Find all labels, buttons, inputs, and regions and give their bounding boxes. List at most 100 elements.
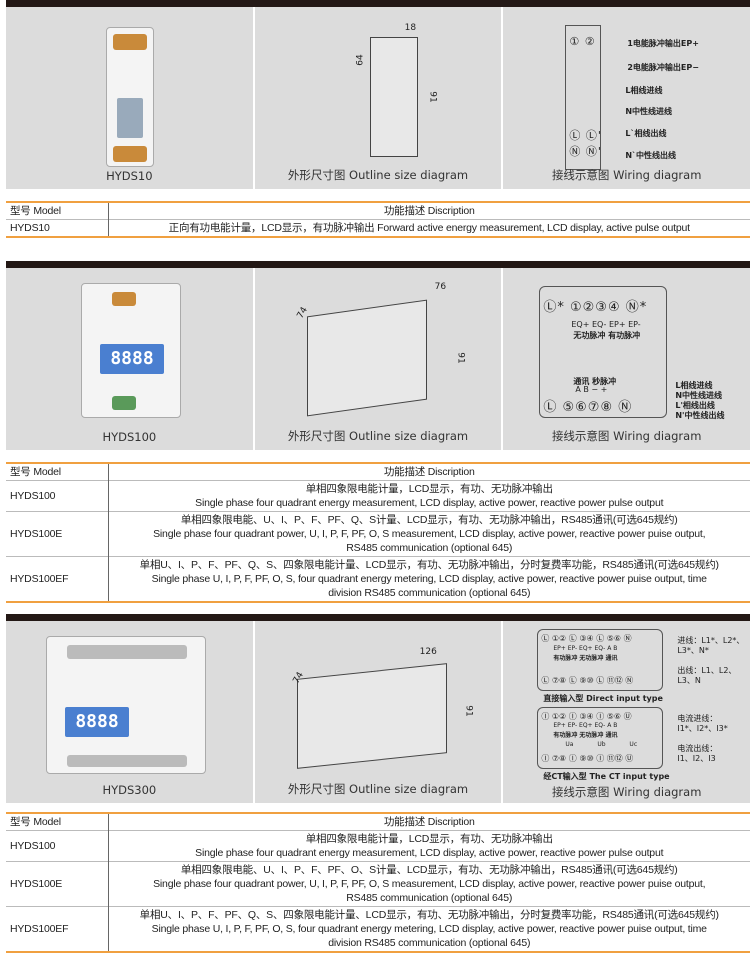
lcd-display: 8888: [65, 707, 129, 737]
header-desc: 功能描述 Discription: [383, 816, 475, 828]
meter-image: [106, 27, 154, 167]
terminal-label: 有功脉冲 无功脉冲 通讯: [553, 732, 618, 739]
table-row: HYDS100EF 单相U、I、P、F、PF、Q、S、四象限电能计量、LCD显示，…: [6, 906, 750, 952]
model-cell: HYDS100E: [6, 511, 109, 557]
model-cell: HYDS100: [6, 830, 109, 862]
terminals-bottom: Ⓛ ⑦⑧ Ⓛ ⑨⑩ Ⓛ ⑪⑫ Ⓝ: [541, 676, 634, 685]
desc-en: division RS485 communication (optional 6…: [328, 937, 531, 949]
table-row: HYDS100EF 单相U、I、P、F、PF、Q、S、四象限电能计量、LCD显示，…: [6, 556, 750, 602]
wiring-label: L相线进线: [675, 381, 713, 390]
direct-input-label: 直接输入型 Direct input type: [543, 694, 663, 703]
desc-en: Single phase U, I, P, F, PF, O, S, four …: [151, 573, 707, 585]
outline-drawing: [306, 299, 427, 417]
outline-caption: 外形尺寸图 Outline size diagram: [287, 782, 469, 796]
model-cell: HYDS10: [6, 219, 109, 237]
outline-diagram: 126 74 91 外形尺寸图 Outline size diagram: [255, 621, 504, 803]
terminal-label: EP+ EP- EQ+ EQ- A B: [553, 722, 618, 729]
desc-en: division RS485 communication (optional 6…: [328, 587, 531, 599]
terminal-label: Ua Ub Uc: [565, 741, 638, 748]
section-divider: [6, 614, 750, 621]
section-divider: [6, 261, 750, 268]
terminal-label: 无功脉冲 有功脉冲: [573, 331, 641, 340]
desc-en: Single phase four quadrant energy measur…: [195, 847, 664, 859]
desc-en: RS485 communication (optional 645): [346, 892, 513, 904]
wiring-note: 进线：L1*、L2*、: [677, 636, 745, 645]
desc-en: Single phase four quadrant power, U, I, …: [153, 528, 706, 540]
outline-caption: 外形尺寸图 Outline size diagram: [287, 429, 469, 443]
model-cell: HYDS100E: [6, 861, 109, 907]
desc-cn: 单相四象限电能、U、I、P、F、PF、Q、S计量、LCD显示，有功、无功脉冲输出…: [180, 514, 678, 526]
desc-en: RS485 communication (optional 645): [346, 542, 513, 554]
image-panel: HYDS10 18 64 91 外形尺寸图 Outline size diagr…: [6, 7, 750, 189]
image-panel: 8888 HYDS100 76 74 91 外形尺寸图 Outline size…: [6, 268, 750, 450]
header-desc: 功能描述 Discription: [383, 466, 475, 478]
terminals-l: Ⓛ Ⓛ': [569, 129, 602, 142]
outline-diagram: 18 64 91 外形尺寸图 Outline size diagram: [255, 7, 504, 189]
wiring-label: 1电能脉冲输出EP+: [627, 39, 699, 48]
wiring-diagram: Ⓛ ①② Ⓛ ③④ Ⓛ ⑤⑥ Ⓝ EP+ EP- EQ+ EQ- A B 有功脉…: [503, 621, 750, 803]
desc-cn: 单相U、I、P、F、PF、Q、S、四象限电能计量、LCD显示，有功、无功脉冲输出…: [139, 559, 719, 571]
lcd-display: 8888: [100, 344, 164, 374]
terminal-label: A B − +: [575, 385, 608, 394]
outline-caption: 外形尺寸图 Outline size diagram: [287, 168, 469, 182]
wiring-note: I1、I2、I3: [677, 754, 716, 763]
desc-en: Single phase U, I, P, F, PF, O, S, four …: [151, 923, 707, 935]
desc-cell: 单相四象限电能、U、I、P、F、PF、Q、S计量、LCD显示，有功、无功脉冲输出…: [108, 511, 750, 557]
image-panel: 8888 HYDS300 126 74 91 外形尺寸图 Outline siz…: [6, 621, 750, 803]
wiring-label: 2电能脉冲输出EP−: [627, 63, 699, 72]
terminals-bottom: Ⓛ ⑤⑥⑦⑧ Ⓝ: [543, 400, 633, 415]
model-cell: HYDS100EF: [6, 556, 109, 602]
header-model: 型号 Model: [6, 813, 109, 831]
wiring-diagram: ① ② Ⓛ Ⓛ' Ⓝ Ⓝ' 1电能脉冲输出EP+ 2电能脉冲输出EP− L相线进…: [503, 7, 750, 189]
product-photo: 8888 HYDS100: [6, 268, 255, 450]
header-desc: 功能描述 Discription: [383, 205, 475, 217]
terminals-n: Ⓝ Ⓝ': [569, 145, 602, 158]
model-cell: HYDS100: [6, 480, 109, 512]
product-section-hyds300: 8888 HYDS300 126 74 91 外形尺寸图 Outline siz…: [6, 614, 750, 953]
desc-cn: 单相U、I、P、F、PF、Q、S、四象限电能计量、LCD显示，有功、无功脉冲输出…: [139, 909, 719, 921]
wiring-note: 出线：L1、L2、: [677, 666, 737, 675]
product-photo: 8888 HYDS300: [6, 621, 255, 803]
wiring-label: L相线进线: [625, 86, 663, 95]
wiring-note: L3、N: [677, 676, 701, 685]
model-caption: HYDS100: [102, 430, 157, 444]
desc-cell: 正向有功电能计量，LCD显示，有功脉冲输出 Forward active ene…: [108, 219, 750, 237]
wiring-label: N'中性线出线: [675, 411, 725, 420]
desc-cn: 单相四象限电能、U、I、P、F、PF、O、S计量、LCD显示，有功、无功脉冲输出…: [180, 864, 678, 876]
dim-width: 126: [419, 647, 437, 657]
terminal-label: EQ+ EQ- EP+ EP-: [571, 320, 641, 329]
dim-height: 91: [463, 705, 474, 717]
table-row: HYDS100E 单相四象限电能、U、I、P、F、PF、Q、S计量、LCD显示，有…: [6, 511, 750, 557]
desc-cn: 单相四象限电能计量，LCD显示，有功、无功脉冲输出: [305, 833, 553, 845]
terminal-label: 通讯 秒脉冲: [573, 377, 617, 386]
dim-height: 91: [427, 91, 438, 103]
desc-cell: 单相四象限电能计量，LCD显示，有功、无功脉冲输出 Single phase fo…: [108, 830, 750, 862]
model-cell: HYDS100EF: [6, 906, 109, 952]
wiring-caption: 接线示意图 Wiring diagram: [551, 785, 702, 799]
desc-cell: 单相四象限电能、U、I、P、F、PF、O、S计量、LCD显示，有功、无功脉冲输出…: [108, 861, 750, 907]
section-divider: [6, 0, 750, 7]
table-row: HYDS100E 单相四象限电能、U、I、P、F、PF、O、S计量、LCD显示，有…: [6, 861, 750, 907]
wiring-label: L'相线出线: [675, 401, 715, 410]
wiring-caption: 接线示意图 Wiring diagram: [551, 168, 702, 182]
dim-depth: 64: [355, 54, 366, 66]
meter-image: 8888: [46, 636, 206, 774]
product-photo: HYDS10: [6, 7, 255, 189]
dim-width: 18: [404, 23, 417, 33]
outline-diagram: 76 74 91 外形尺寸图 Outline size diagram: [255, 268, 504, 450]
desc-cn: 单相四象限电能计量，LCD显示，有功、无功脉冲输出: [305, 483, 553, 495]
wiring-note: 电流进线：: [677, 714, 718, 723]
desc-cell: 单相U、I、P、F、PF、Q、S、四象限电能计量、LCD显示，有功、无功脉冲输出…: [108, 906, 750, 952]
outline-drawing: [296, 663, 447, 769]
terminals-top: ① ②: [569, 35, 596, 48]
terminal-label: 有功脉冲 无功脉冲 通讯: [553, 655, 618, 662]
terminal-label: EP+ EP- EQ+ EQ- A B: [553, 645, 618, 652]
dim-height: 91: [455, 352, 466, 364]
